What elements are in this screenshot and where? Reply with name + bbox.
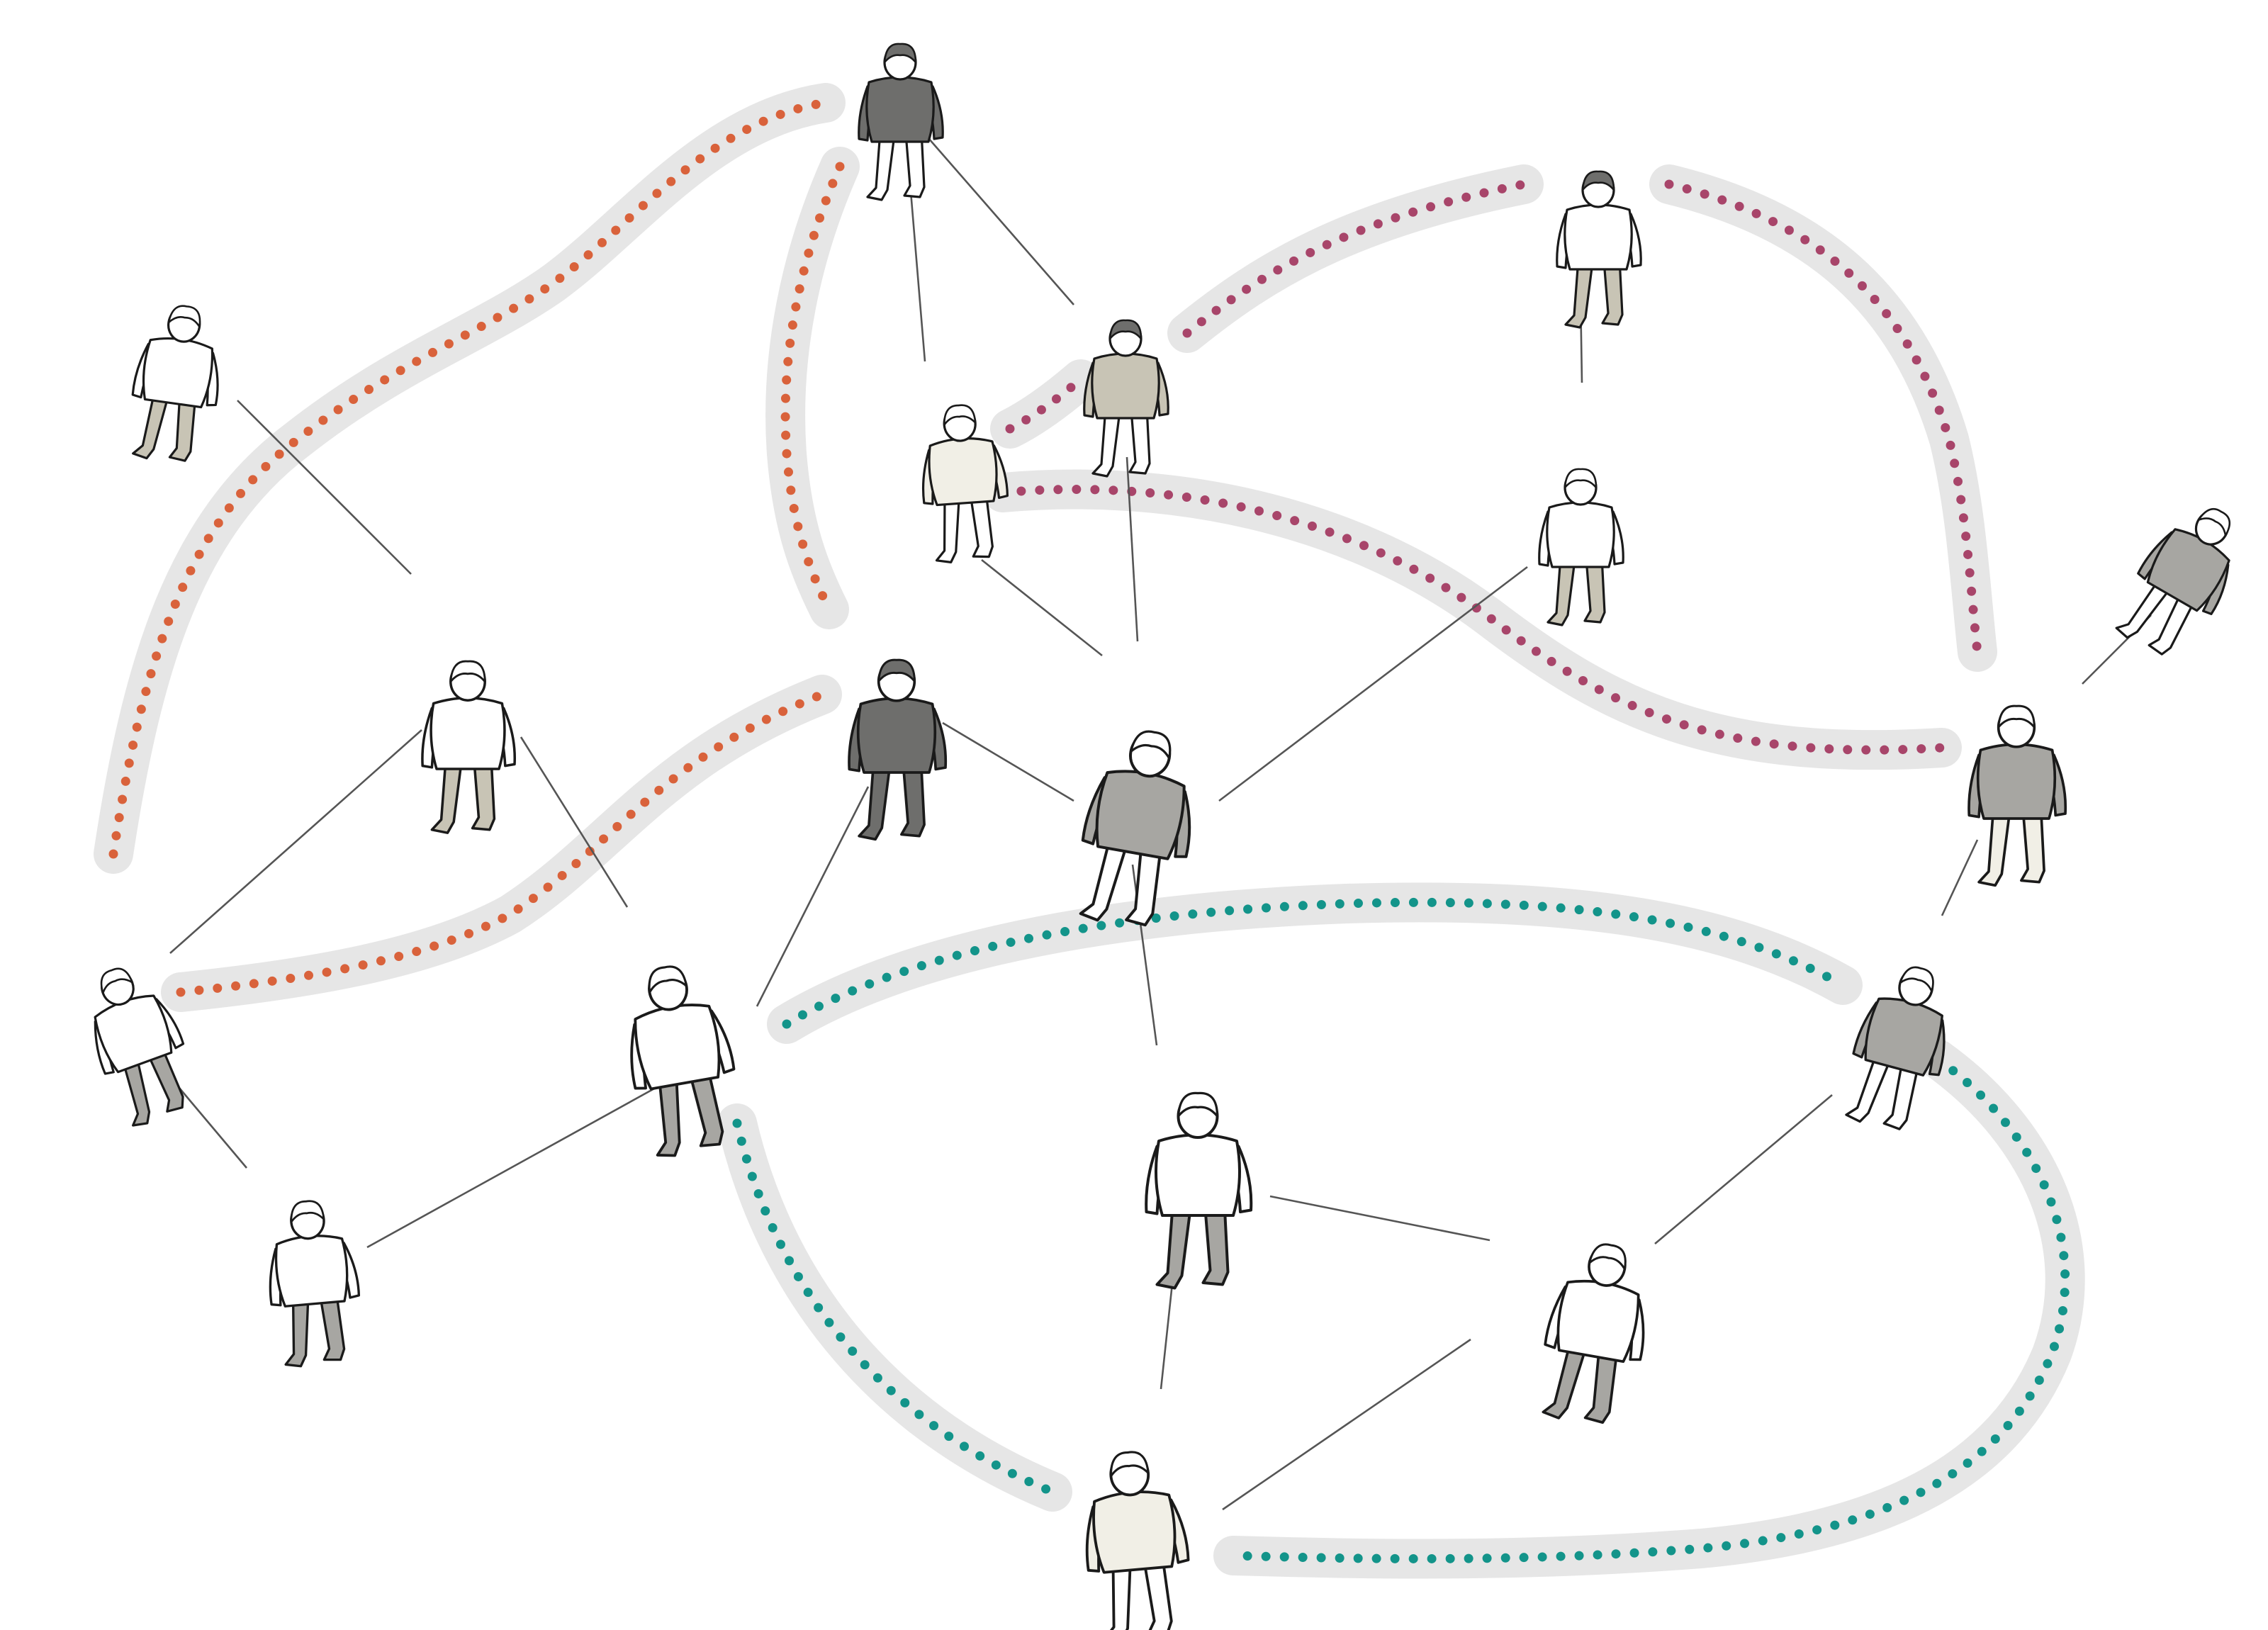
- magenta-path-upper: [1182, 179, 1529, 338]
- person-upper-center: [921, 404, 1009, 563]
- people: [94, 43, 2231, 1630]
- person-top-center: [858, 43, 944, 201]
- person-center-dark-suit: [848, 658, 948, 841]
- teal-path-middle-arc: [782, 897, 1848, 1029]
- person-far-left: [94, 967, 185, 1127]
- person-right-middle: [1845, 966, 1946, 1130]
- link-upper-left-to-backpack: [237, 400, 412, 575]
- magenta-path-middle-wave: [998, 485, 1947, 755]
- person-lower-right: [1542, 1243, 1645, 1424]
- link-right-middle-to-lower-right: [1654, 1094, 1833, 1244]
- magenta-path-right-arc-band: [1649, 164, 1997, 672]
- link-upper-center-right-to-grey-coat: [1125, 456, 1139, 642]
- orange-path-left-arc: [108, 98, 831, 859]
- person-far-right: [2115, 507, 2231, 656]
- magenta-path-upper-band: [1167, 164, 1544, 353]
- person-upper-center-right: [1083, 319, 1169, 478]
- link-lower-center-skirt-to-lower-right: [1269, 1195, 1491, 1242]
- link-top-to-upper-center-right: [928, 137, 1074, 305]
- teal-path-lower-right-loop: [1228, 1055, 2070, 1563]
- person-lower-center-skirt: [1145, 1091, 1253, 1290]
- orange-path-lower-wave: [176, 690, 827, 997]
- person-bottom-center: [1085, 1451, 1190, 1630]
- person-lower-left-center: [630, 965, 736, 1157]
- person-left-middle-backpack: [421, 660, 517, 834]
- link-lower-right-to-bottom-center: [1222, 1338, 1471, 1511]
- person-center-grey-coat: [1079, 730, 1191, 927]
- link-backpack-to-lower-left-center: [520, 736, 629, 908]
- teal-path-lower-left-arc-band: [717, 1103, 1072, 1512]
- person-lower-left: [269, 1200, 361, 1368]
- teal-path-lower-left-arc: [732, 1118, 1057, 1497]
- magenta-path-right-arc: [1664, 179, 1982, 657]
- orange-path-center-arc: [780, 162, 845, 614]
- person-upper-left: [131, 305, 219, 462]
- link-backpack-to-far-left: [169, 729, 422, 954]
- link-upper-center-to-grey-coat: [981, 558, 1103, 657]
- person-right-skirt: [1967, 704, 2067, 887]
- dotted-paths: [108, 98, 2070, 1563]
- link-dark-suit-to-lower-left-center: [756, 786, 870, 1007]
- teal-path-middle-arc-band: [767, 882, 1863, 1044]
- magenta-path-short: [1005, 374, 1086, 434]
- magenta-path-middle-wave-band: [983, 469, 1962, 770]
- person-upper-right-a: [1556, 170, 1642, 329]
- teal-path-lower-right-loop-band: [1213, 1040, 2085, 1579]
- link-dark-suit-to-grey-coat: [942, 721, 1074, 802]
- person-upper-right-b: [1538, 468, 1624, 626]
- link-upper-right-b-to-grey-coat: [1218, 566, 1528, 802]
- link-skirt-to-right-middle: [1941, 839, 1979, 916]
- link-lower-left-center-to-lower-left: [366, 1086, 656, 1249]
- connection-lines: [152, 137, 2152, 1511]
